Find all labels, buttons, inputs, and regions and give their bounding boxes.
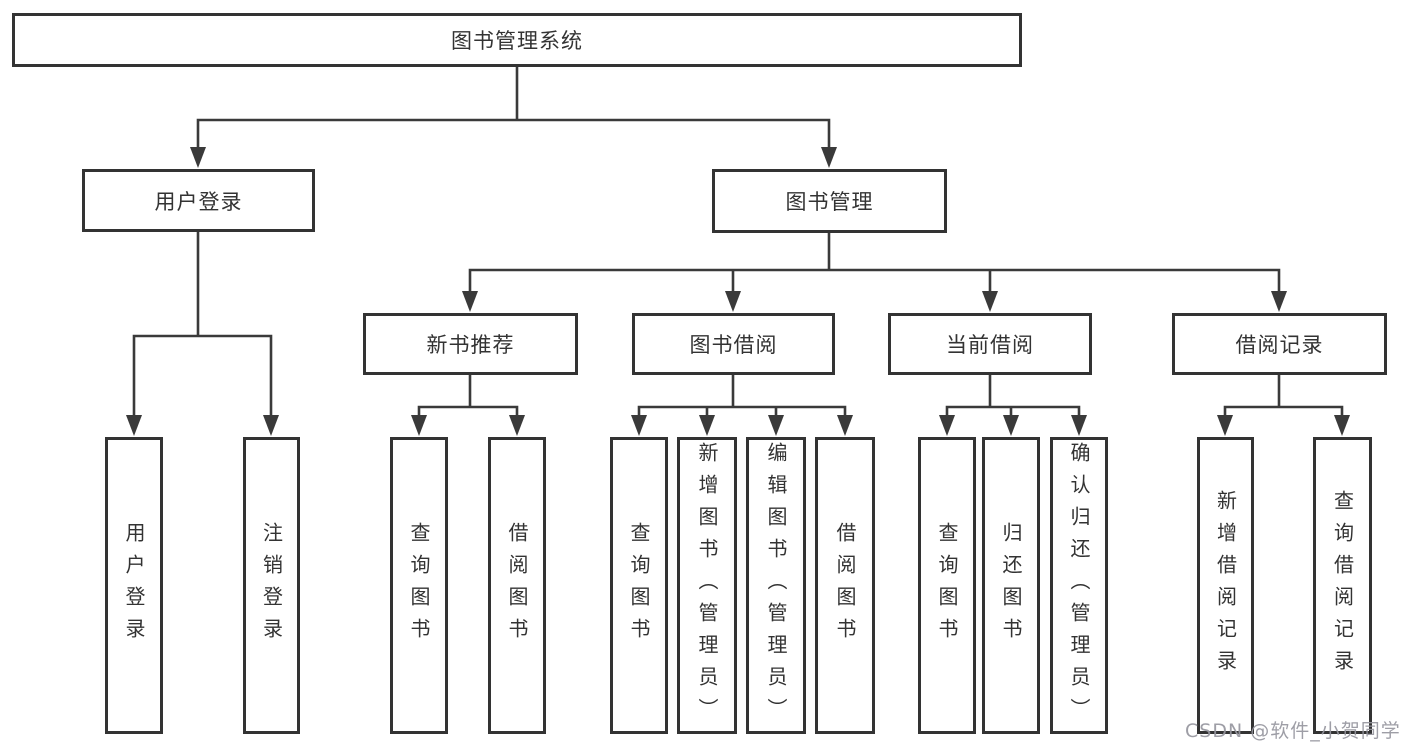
edge-current-borrowing-children <box>945 373 1081 422</box>
node-add-borrow-record: 新增借阅记录 <box>1197 437 1254 734</box>
node-user-login: 用户登录 <box>82 169 315 232</box>
node-current-borrowing: 当前借阅 <box>888 313 1092 375</box>
node-confirm-return-admin: 确认归还（管理员） <box>1050 437 1108 734</box>
node-query-books-current: 查询图书 <box>918 437 976 734</box>
arrowheads <box>126 147 1350 436</box>
node-borrow-books-borrowing: 借阅图书 <box>815 437 875 734</box>
edge-book-borrowing-children <box>637 373 847 422</box>
node-edit-book-admin: 编辑图书（管理员） <box>746 437 806 734</box>
node-book-management: 图书管理 <box>712 169 947 233</box>
edge-new-book-recommend-children <box>417 373 519 422</box>
edge-book-management-children <box>468 231 1281 298</box>
node-query-books-borrowing: 查询图书 <box>610 437 668 734</box>
node-query-books-recommend: 查询图书 <box>390 437 448 734</box>
node-logout: 注销登录 <box>243 437 300 734</box>
node-borrow-records: 借阅记录 <box>1172 313 1387 375</box>
edge-borrow-records-children <box>1223 373 1344 422</box>
node-query-borrow-record: 查询借阅记录 <box>1313 437 1372 734</box>
node-new-book-recommend: 新书推荐 <box>363 313 578 375</box>
node-borrow-books-recommend: 借阅图书 <box>488 437 546 734</box>
edge-root-to-level2 <box>196 65 831 154</box>
csdn-watermark: CSDN @软件_小贺同学 <box>1185 720 1401 742</box>
node-user-login-leaf: 用户登录 <box>105 437 163 734</box>
node-book-borrowing: 图书借阅 <box>632 313 835 375</box>
edge-user-login-children <box>132 230 273 422</box>
node-add-book-admin: 新增图书（管理员） <box>677 437 737 734</box>
node-return-book: 归还图书 <box>982 437 1040 734</box>
node-library-system: 图书管理系统 <box>12 13 1022 67</box>
